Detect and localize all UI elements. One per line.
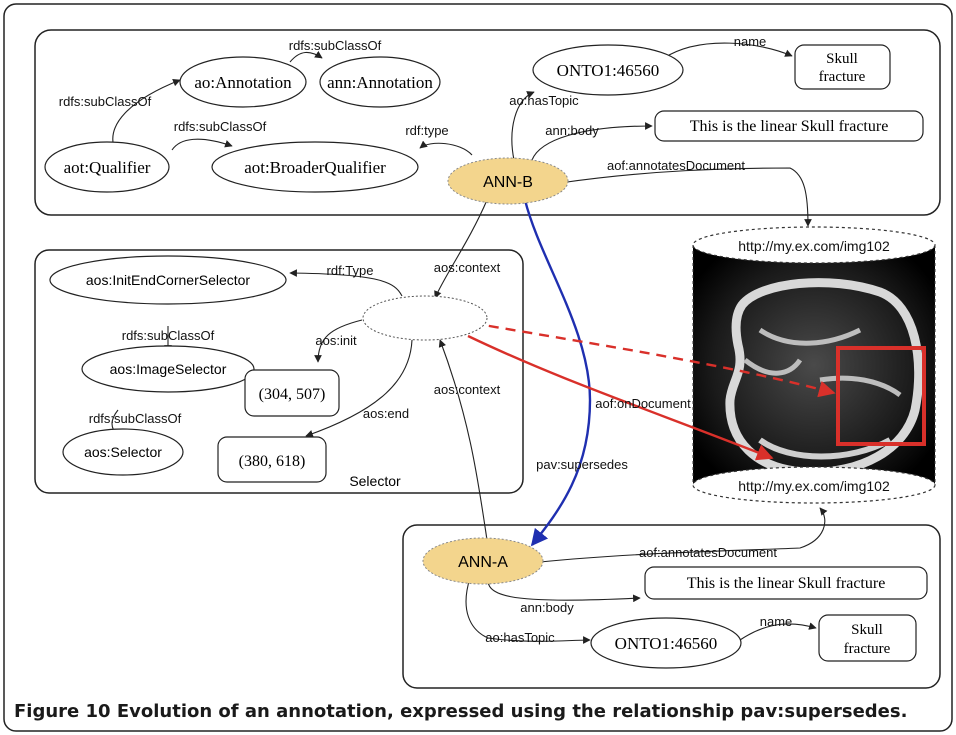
edge-rdf-type-sel bbox=[289, 269, 403, 297]
node-skull-a-line1: Skull bbox=[851, 622, 883, 638]
edge-annotates-doc-b bbox=[559, 167, 812, 227]
node-aot-broader-qualifier bbox=[211, 141, 419, 193]
node-coord-end-label: (380, 618) bbox=[239, 453, 306, 470]
label-body-a: ann:body bbox=[520, 600, 574, 615]
label-annotates-doc-a: aof:annotatesDocument bbox=[639, 545, 777, 560]
skull-contour bbox=[725, 278, 924, 477]
edge-body-b bbox=[531, 122, 653, 161]
edge-subclass-broader bbox=[171, 138, 233, 151]
edge-has-topic-b bbox=[511, 91, 535, 161]
node-ann-annotation-label: ann:Annotation bbox=[327, 73, 433, 92]
node-body-b bbox=[654, 110, 924, 142]
label-aos-end: aos:end bbox=[363, 406, 409, 421]
edge-on-document bbox=[467, 334, 774, 461]
label-subclass-ao-ann: rdfs:subClassOf bbox=[289, 38, 382, 53]
edge-has-topic-a bbox=[465, 577, 591, 644]
node-body-b-label: This is the linear Skull fracture bbox=[690, 118, 889, 135]
label-aos-init: aos:init bbox=[315, 333, 357, 348]
node-aot-qualifier bbox=[44, 141, 170, 193]
figure-caption: Figure 10 Evolution of an annotation, ex… bbox=[14, 701, 907, 722]
label-subclass-image: rdfs:subClassOf bbox=[89, 411, 182, 426]
node-skull-b bbox=[794, 44, 891, 90]
ct-image-document: http://my.ex.com/img102 http://my.ex.com… bbox=[692, 226, 936, 504]
node-onto-a bbox=[590, 617, 742, 669]
edge-rdf-type-b bbox=[419, 140, 473, 156]
node-ann-a-label: ANN-A bbox=[458, 554, 508, 571]
edge-name-b bbox=[663, 42, 793, 59]
edge-aos-context-b bbox=[434, 199, 488, 299]
skull-inner-detail bbox=[743, 327, 902, 398]
ann-b-panel bbox=[34, 29, 941, 216]
label-name-b: name bbox=[734, 34, 767, 49]
node-aos-init-end-label: aos:InitEndCornerSelector bbox=[86, 272, 251, 288]
node-aos-image-selector-label: aos:ImageSelector bbox=[110, 361, 227, 377]
node-aos-selector-label: aos:Selector bbox=[84, 444, 162, 460]
label-body-b: ann:body bbox=[545, 123, 599, 138]
edge-subclass-qualifier bbox=[112, 79, 181, 151]
edge-on-document-dashed bbox=[471, 321, 836, 398]
figure-frame bbox=[3, 3, 953, 732]
node-skull-b-line2: fracture bbox=[819, 69, 866, 85]
node-coord-init bbox=[244, 369, 340, 417]
node-ann-annotation bbox=[319, 56, 441, 108]
label-subclass-init-end: rdfs:subClassOf bbox=[122, 328, 215, 343]
edge-name-a bbox=[739, 622, 817, 641]
node-body-a-label: This is the linear Skull fracture bbox=[687, 575, 886, 592]
node-aot-qualifier-label: aot:Qualifier bbox=[64, 158, 151, 177]
node-skull-a bbox=[818, 614, 917, 662]
node-ao-annotation bbox=[179, 56, 307, 108]
label-annotates-doc-b: aof:annotatesDocument bbox=[607, 158, 745, 173]
ann-a-panel bbox=[402, 524, 941, 689]
selector-panel-label: Selector bbox=[349, 473, 401, 489]
label-has-topic-a: ao:hasTopic bbox=[485, 630, 555, 645]
label-on-document: aof:onDocument bbox=[595, 396, 691, 411]
label-subclass-qualifier: rdfs:subClassOf bbox=[59, 94, 152, 109]
selection-rectangle bbox=[836, 346, 926, 446]
node-onto-b bbox=[532, 44, 684, 96]
edge-annotates-doc-a bbox=[539, 507, 828, 563]
node-coord-init-label: (304, 507) bbox=[259, 386, 326, 403]
label-rdf-type-b: rdf:type bbox=[405, 123, 448, 138]
label-rdf-type-sel: rdf:Type bbox=[327, 263, 374, 278]
node-ann-a bbox=[422, 537, 544, 585]
node-aos-init-end bbox=[49, 255, 287, 305]
node-aos-image-selector bbox=[81, 345, 255, 393]
node-body-a bbox=[644, 566, 928, 600]
node-onto-b-label: ONTO1:46560 bbox=[557, 61, 660, 80]
img-bottom-label: http://my.ex.com/img102 bbox=[738, 478, 890, 494]
node-ann-b bbox=[447, 157, 569, 205]
label-subclass-broader: rdfs:subClassOf bbox=[174, 119, 267, 134]
node-skull-a-line2: fracture bbox=[844, 641, 891, 657]
edge-supersedes bbox=[523, 199, 592, 547]
label-has-topic-b: ao:hasTopic bbox=[509, 93, 579, 108]
node-ao-annotation-label: ao:Annotation bbox=[194, 73, 292, 92]
selector-panel bbox=[34, 249, 524, 494]
label-supersedes: pav:supersedes bbox=[536, 457, 628, 472]
node-onto-a-label: ONTO1:46560 bbox=[615, 634, 718, 653]
label-name-a: name bbox=[760, 614, 793, 629]
ct-bottom-rim bbox=[692, 466, 936, 504]
node-aos-selector bbox=[62, 428, 184, 476]
edge-subclass-ao-ann bbox=[289, 50, 323, 63]
label-aos-context-b: aos:context bbox=[434, 260, 501, 275]
label-aos-context-a: aos:context bbox=[434, 382, 501, 397]
node-selector-blank bbox=[362, 295, 488, 341]
node-coord-end bbox=[217, 436, 327, 483]
node-skull-b-line1: Skull bbox=[826, 51, 858, 67]
node-aot-broader-qualifier-label: aot:BroaderQualifier bbox=[244, 158, 386, 177]
node-ann-b-label: ANN-B bbox=[483, 174, 533, 191]
edge-aos-init bbox=[314, 319, 363, 363]
img-top-label: http://my.ex.com/img102 bbox=[738, 238, 890, 254]
edge-aos-context-a bbox=[438, 339, 488, 541]
edge-aos-end bbox=[305, 339, 413, 438]
